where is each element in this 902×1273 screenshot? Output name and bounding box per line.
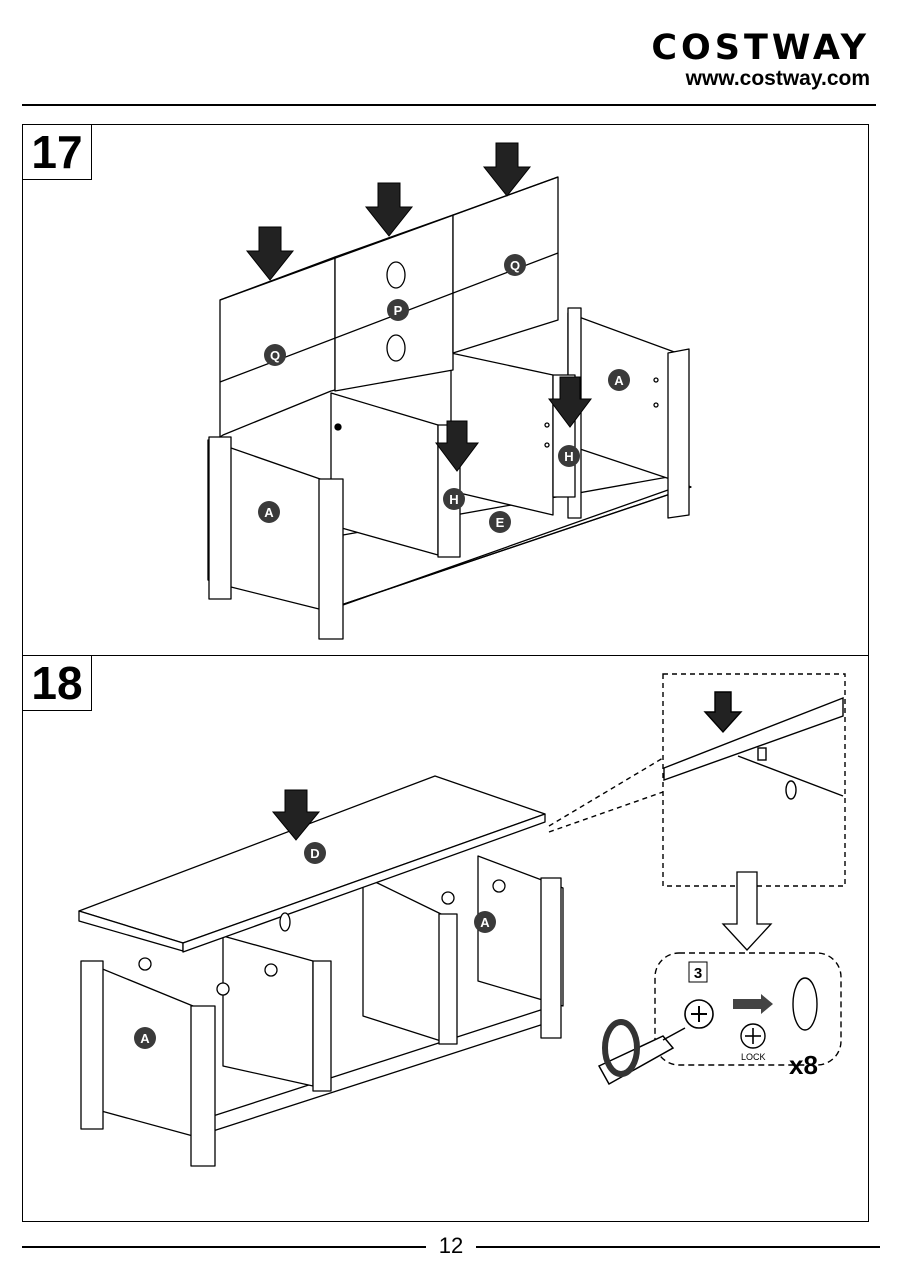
svg-text:A: A: [140, 1031, 150, 1046]
hardware-id: 3: [694, 965, 702, 982]
quantity-label: x8: [789, 1050, 818, 1080]
part-label-a: A: [608, 369, 630, 391]
part-label-h: H: [443, 488, 465, 510]
svg-text:E: E: [496, 515, 505, 530]
brand-url: www.costway.com: [651, 66, 870, 92]
part-label-q: Q: [504, 254, 526, 276]
brand-header: COSTWAY www.costway.com: [651, 30, 870, 92]
footer-divider-left: [22, 1246, 426, 1248]
step-18-panel: 18: [22, 655, 869, 1222]
arrow-down-icon: [247, 227, 293, 280]
leg-right-front: [541, 878, 561, 1038]
svg-text:H: H: [564, 449, 573, 464]
arrow-down-icon: [484, 143, 530, 196]
svg-text:Q: Q: [270, 348, 280, 363]
divider-right: [363, 876, 441, 1041]
svg-text:H: H: [449, 492, 458, 507]
arrow-down-icon: [366, 183, 412, 236]
lock-label: LOCK: [741, 1052, 766, 1062]
part-label-a: A: [134, 1027, 156, 1049]
leg-left-front: [81, 961, 103, 1129]
svg-text:A: A: [480, 915, 490, 930]
svg-text:A: A: [264, 505, 274, 520]
svg-text:P: P: [394, 303, 403, 318]
part-label-a: A: [258, 501, 280, 523]
part-label-q: Q: [264, 344, 286, 366]
detail-inset: [663, 674, 845, 886]
header-divider: [22, 104, 876, 106]
step-17-panel: 17: [22, 124, 869, 656]
brand-logo: COSTWAY: [651, 30, 870, 66]
divider-left: [223, 936, 313, 1086]
part-label-a: A: [474, 911, 496, 933]
part-label-h: H: [558, 445, 580, 467]
leg-front-right: [191, 1006, 215, 1166]
divider-h-left: [331, 393, 438, 555]
part-label-p: P: [387, 299, 409, 321]
svg-text:A: A: [614, 373, 624, 388]
svg-text:D: D: [310, 846, 319, 861]
step-18-illustration: 3 LOCK x8 D A A: [23, 656, 868, 1221]
hardware-callout: 3 LOCK x8: [599, 953, 841, 1084]
svg-text:Q: Q: [510, 258, 520, 273]
leg-right-back: [668, 349, 689, 518]
cam-hole-icon: [793, 978, 817, 1030]
leg-front-right: [319, 479, 343, 639]
part-label-d: D: [304, 842, 326, 864]
leg-left-front: [209, 437, 231, 599]
page-number: 12: [430, 1233, 472, 1259]
part-label-e: E: [489, 511, 511, 533]
step-17-illustration: Q P Q A A H H E: [23, 125, 868, 655]
footer-divider-right: [476, 1246, 880, 1248]
